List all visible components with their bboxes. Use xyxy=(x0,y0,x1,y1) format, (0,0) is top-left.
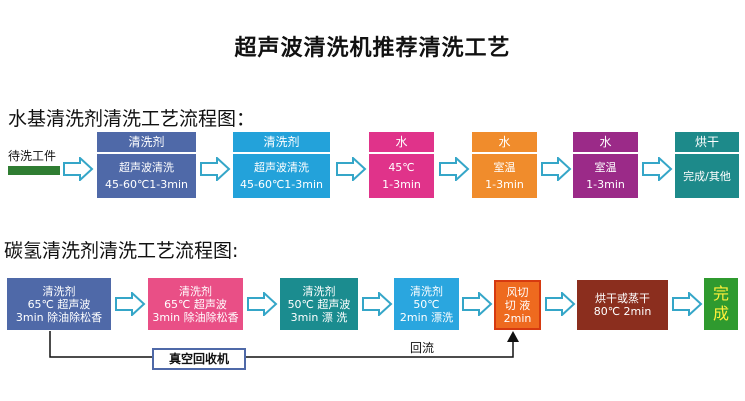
step-body: 室温 1-3min xyxy=(472,154,537,198)
step-header: 清洗剂 xyxy=(97,132,196,152)
arrow-right-icon xyxy=(362,292,393,316)
step-line: 成 xyxy=(712,304,729,323)
vacuum-recovery-box: 真空回收机 xyxy=(152,348,246,370)
water-section-title: 水基清洗剂清洗工艺流程图： xyxy=(8,108,256,130)
arrow-right-icon xyxy=(200,157,231,181)
hydro-step-complete: 完 成 xyxy=(704,278,738,330)
arrow-right-icon xyxy=(672,292,703,316)
step-line: 烘干或蒸干 xyxy=(595,292,650,305)
hydro-step-1: 清洗剂 65℃ 超声波 3min 除油除松香 xyxy=(7,278,111,330)
reflux-label: 回流 xyxy=(410,341,435,355)
arrow-right-icon xyxy=(462,292,493,316)
hydro-step-6: 烘干或蒸干 80℃ 2min xyxy=(577,280,668,330)
step-body: 室温 1-3min xyxy=(573,154,638,198)
step-header: 清洗剂 xyxy=(233,132,330,152)
step-line: 完 xyxy=(712,284,729,303)
hydro-step-5: 风切 切 液 2min xyxy=(494,280,541,330)
step-line: 65℃ 超声波 xyxy=(164,297,227,311)
step-header: 水 xyxy=(369,132,434,152)
step-line: 45℃ xyxy=(388,161,415,174)
workpiece-bar xyxy=(8,166,60,175)
step-line: 3min 漂 洗 xyxy=(290,310,348,324)
hydro-step-4: 清洗剂 50℃ 2min 漂洗 xyxy=(394,278,459,330)
step-line: 80℃ 2min xyxy=(593,305,652,318)
step-header: 水 xyxy=(472,132,537,152)
arrow-right-icon xyxy=(63,157,94,181)
step-body: 超声波清洗 45-60℃1-3min xyxy=(233,154,330,198)
hydrocarbon-section-title: 碳氢清洗剂清洗工艺流程图: xyxy=(4,240,239,262)
step-line: 1-3min xyxy=(586,178,625,191)
arrow-right-icon xyxy=(247,292,278,316)
step-line: 清洗剂 xyxy=(410,284,443,298)
hydro-step-2: 清洗剂 65℃ 超声波 3min 除油除松香 xyxy=(148,278,243,330)
step-line: 65℃ 超声波 xyxy=(27,297,91,311)
step-line: 室温 xyxy=(493,161,516,174)
arrow-right-icon xyxy=(439,157,470,181)
step-line: 1-3min xyxy=(382,178,421,191)
step-body: 完成/其他 xyxy=(675,154,739,198)
step-line: 50℃ xyxy=(413,297,440,311)
water-step-4: 水 室温 1-3min xyxy=(472,132,537,198)
page-title: 超声波清洗机推荐清洗工艺 xyxy=(234,36,511,61)
step-header: 水 xyxy=(573,132,638,152)
step-line: 风切 xyxy=(506,285,529,299)
step-line: 2min 漂洗 xyxy=(399,310,454,324)
step-line: 室温 xyxy=(594,161,617,174)
step-body: 超声波清洗 45-60℃1-3min xyxy=(97,154,196,198)
step-line: 清洗剂 xyxy=(179,284,212,298)
step-line: 切 液 xyxy=(504,298,531,312)
arrow-right-icon xyxy=(115,292,146,316)
step-body: 45℃ 1-3min xyxy=(369,154,434,198)
step-header: 烘干 xyxy=(675,132,739,152)
workpiece-label: 待洗工件 xyxy=(8,149,57,163)
water-step-6: 烘干 完成/其他 xyxy=(675,132,739,198)
arrow-right-icon xyxy=(642,157,673,181)
arrow-right-icon xyxy=(541,157,572,181)
step-line: 45-60℃1-3min xyxy=(239,178,324,191)
step-line: 超声波清洗 xyxy=(119,161,174,174)
water-step-5: 水 室温 1-3min xyxy=(573,132,638,198)
step-line: 3min 除油除松香 xyxy=(15,310,103,324)
step-line: 清洗剂 xyxy=(42,284,76,298)
step-line: 超声波清洗 xyxy=(254,161,309,174)
step-line: 2min xyxy=(503,311,532,325)
arrow-right-icon xyxy=(336,157,367,181)
step-line: 完成/其他 xyxy=(683,169,731,183)
step-line: 50℃ 超声波 xyxy=(287,297,351,311)
step-line: 45-60℃1-3min xyxy=(104,178,189,191)
water-step-1: 清洗剂 超声波清洗 45-60℃1-3min xyxy=(97,132,196,198)
water-step-3: 水 45℃ 1-3min xyxy=(369,132,434,198)
step-line: 1-3min xyxy=(485,178,524,191)
step-line: 3min 除油除松香 xyxy=(152,310,239,324)
arrow-right-icon xyxy=(545,292,576,316)
hydro-step-3: 清洗剂 50℃ 超声波 3min 漂 洗 xyxy=(280,278,358,330)
step-line: 清洗剂 xyxy=(302,284,336,298)
water-step-2: 清洗剂 超声波清洗 45-60℃1-3min xyxy=(233,132,330,198)
